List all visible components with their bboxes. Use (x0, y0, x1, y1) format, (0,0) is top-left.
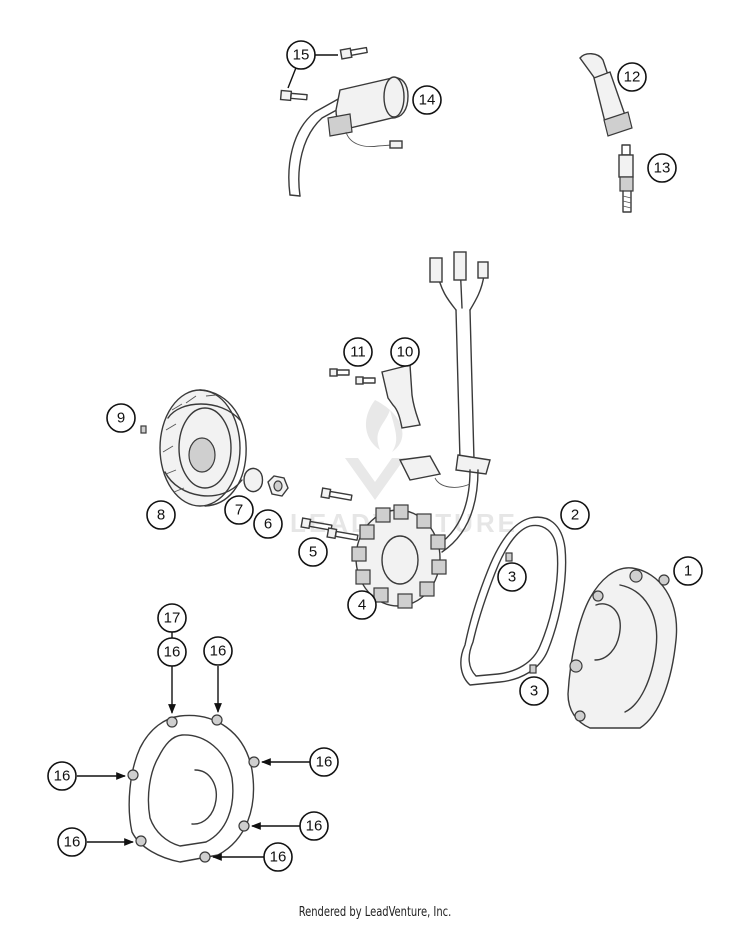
svg-text:13: 13 (654, 160, 671, 177)
dowel-pin-upper (505, 552, 513, 562)
svg-text:11: 11 (350, 344, 366, 361)
callout-16-f: 16 (57, 827, 87, 857)
callout-1: 1 (673, 556, 703, 586)
pickup-sensor (398, 455, 471, 488)
callout-16-e: 16 (299, 811, 329, 841)
bracket-screws (329, 368, 376, 385)
svg-text:3: 3 (508, 569, 516, 586)
callout-8: 8 (146, 500, 176, 530)
svg-text:16: 16 (306, 818, 323, 835)
svg-text:4: 4 (358, 597, 366, 614)
svg-text:15: 15 (293, 47, 310, 64)
render-credit: Rendered by LeadVenture, Inc. (298, 905, 452, 920)
callout-12: 12 (617, 62, 647, 92)
callout-16-g: 16 (263, 842, 293, 872)
callout-6: 6 (253, 509, 283, 539)
ignition-cover (567, 567, 678, 729)
callout-9: 9 (106, 403, 136, 433)
dowel-pin-lower (529, 664, 537, 674)
callout-4: 4 (347, 590, 377, 620)
spark-plug-cap (579, 53, 633, 137)
callout-2: 2 (560, 500, 590, 530)
cable-bracket (381, 364, 421, 429)
callout-5: 5 (298, 537, 328, 567)
svg-text:8: 8 (157, 507, 165, 524)
callout-13: 13 (647, 153, 677, 183)
svg-text:2: 2 (571, 507, 579, 524)
callout-3-upper: 3 (497, 562, 527, 592)
callout-16-c: 16 (309, 747, 339, 777)
callout-15: 15 (286, 40, 316, 70)
callout-17: 17 (157, 603, 187, 633)
stator (351, 504, 447, 609)
svg-text:16: 16 (54, 768, 71, 785)
svg-text:6: 6 (264, 516, 272, 533)
cover-bolt-diagram (127, 714, 260, 863)
flywheel-rotor (159, 389, 247, 507)
svg-text:7: 7 (235, 502, 243, 519)
wiring-harness (429, 251, 491, 553)
callout-10: 10 (390, 337, 420, 367)
svg-text:16: 16 (316, 754, 333, 771)
svg-text:3: 3 (530, 683, 538, 700)
callout-16-d: 16 (47, 761, 77, 791)
svg-text:12: 12 (624, 69, 641, 86)
woodruff-key (140, 425, 147, 434)
svg-text:5: 5 (309, 544, 317, 561)
svg-text:17: 17 (164, 610, 181, 627)
svg-text:9: 9 (117, 410, 125, 427)
callout-16-b: 16 (203, 636, 233, 666)
flywheel-nut (267, 475, 289, 497)
svg-text:16: 16 (270, 849, 287, 866)
callout-16-a: 16 (157, 637, 187, 667)
callout-7: 7 (224, 495, 254, 525)
spark-plug (618, 144, 634, 213)
svg-text:10: 10 (397, 344, 414, 361)
cover-gasket (460, 516, 567, 686)
callout-14: 14 (412, 85, 442, 115)
svg-text:16: 16 (164, 644, 181, 661)
svg-text:16: 16 (210, 643, 227, 660)
washer (243, 467, 264, 493)
ignition-coil (288, 76, 409, 197)
callout-3-lower: 3 (519, 676, 549, 706)
callout-11: 11 (343, 337, 373, 367)
svg-text:14: 14 (419, 92, 436, 109)
coil-bolts (279, 46, 368, 102)
svg-text:16: 16 (64, 834, 81, 851)
svg-text:1: 1 (684, 563, 692, 580)
stator-bolts (300, 487, 359, 541)
